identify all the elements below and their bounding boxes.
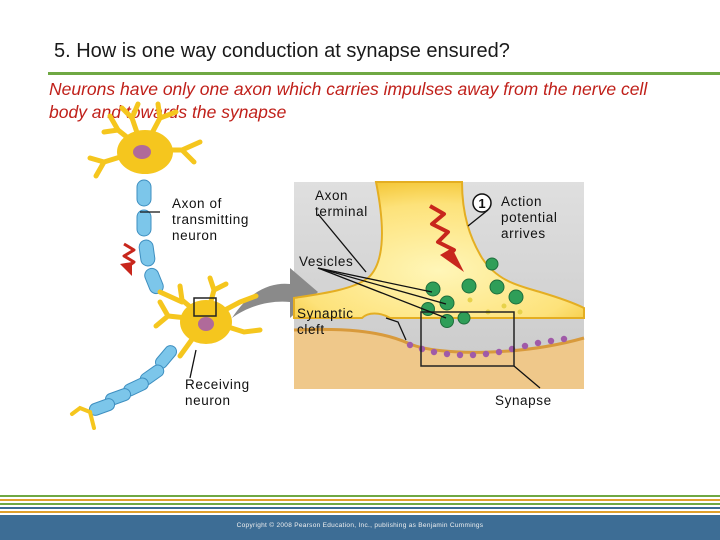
neurotransmitters [449, 297, 523, 315]
label-synaptic-cleft: Synaptic cleft [297, 306, 354, 337]
label-action-potential: Action potential arrives [501, 194, 558, 241]
receptor [469, 351, 477, 359]
label-receiving-neuron: Receiving neuron [185, 377, 250, 408]
impulse-arrowhead-axon-icon [120, 262, 132, 276]
receptor [418, 345, 426, 353]
impulse-arrowhead-terminal-icon [440, 248, 464, 272]
nucleus [198, 317, 214, 331]
vesicle [457, 311, 471, 325]
step-number: 1 [478, 196, 485, 211]
label-axon-transmitting: Axon of transmitting neuron [172, 196, 249, 243]
leader-vesicles-3 [317, 267, 447, 319]
vesicle [489, 279, 505, 295]
vesicle [508, 289, 524, 305]
leader-action-potential [467, 209, 489, 227]
label-synapse: Synapse [495, 393, 552, 408]
neurotransmitter [501, 303, 507, 309]
title-underline [48, 72, 720, 75]
leader-receiving-neuron [189, 349, 197, 379]
synapse-locator-box [193, 297, 217, 317]
vesicle [439, 295, 455, 311]
nucleus [133, 145, 151, 159]
receptor [560, 335, 568, 343]
receptor [406, 341, 414, 349]
label-vesicles: Vesicles [299, 254, 354, 269]
leader-vesicles-2 [317, 267, 447, 305]
label-axon-terminal: Axon terminal [315, 188, 368, 219]
axon-connector [157, 289, 185, 305]
receptor [456, 351, 464, 359]
neurotransmitter [517, 309, 523, 315]
receptor [547, 337, 555, 345]
leader-synapse [513, 365, 541, 389]
postsynaptic-membrane-edge [293, 327, 585, 354]
footer-stripes [0, 495, 720, 513]
postsynaptic-membrane [294, 329, 584, 389]
receptor [443, 350, 451, 358]
copyright-text: Copyright © 2008 Pearson Education, Inc.… [236, 522, 484, 529]
slide-title: 5. How is one way conduction at synapse … [54, 40, 510, 62]
transmitting-neuron [87, 101, 203, 305]
receptor [495, 348, 503, 356]
synapse-box [420, 311, 515, 367]
leader-vesicles-1 [317, 267, 433, 293]
receptor [430, 348, 438, 356]
receptor [482, 350, 490, 358]
receptor [534, 339, 542, 347]
axon-terminal-shape [293, 181, 585, 319]
vesicle [485, 257, 499, 271]
vesicle [461, 278, 477, 294]
vesicle [425, 281, 441, 297]
step-badge [472, 193, 492, 213]
leader-synaptic-cleft [385, 317, 407, 341]
footer-bar [0, 515, 720, 540]
receptor [521, 342, 529, 350]
impulse-arrow-terminal-icon [429, 204, 456, 260]
neurotransmitter [467, 297, 473, 303]
receiving-neuron [70, 275, 263, 430]
leader-axon-terminal [317, 213, 367, 273]
